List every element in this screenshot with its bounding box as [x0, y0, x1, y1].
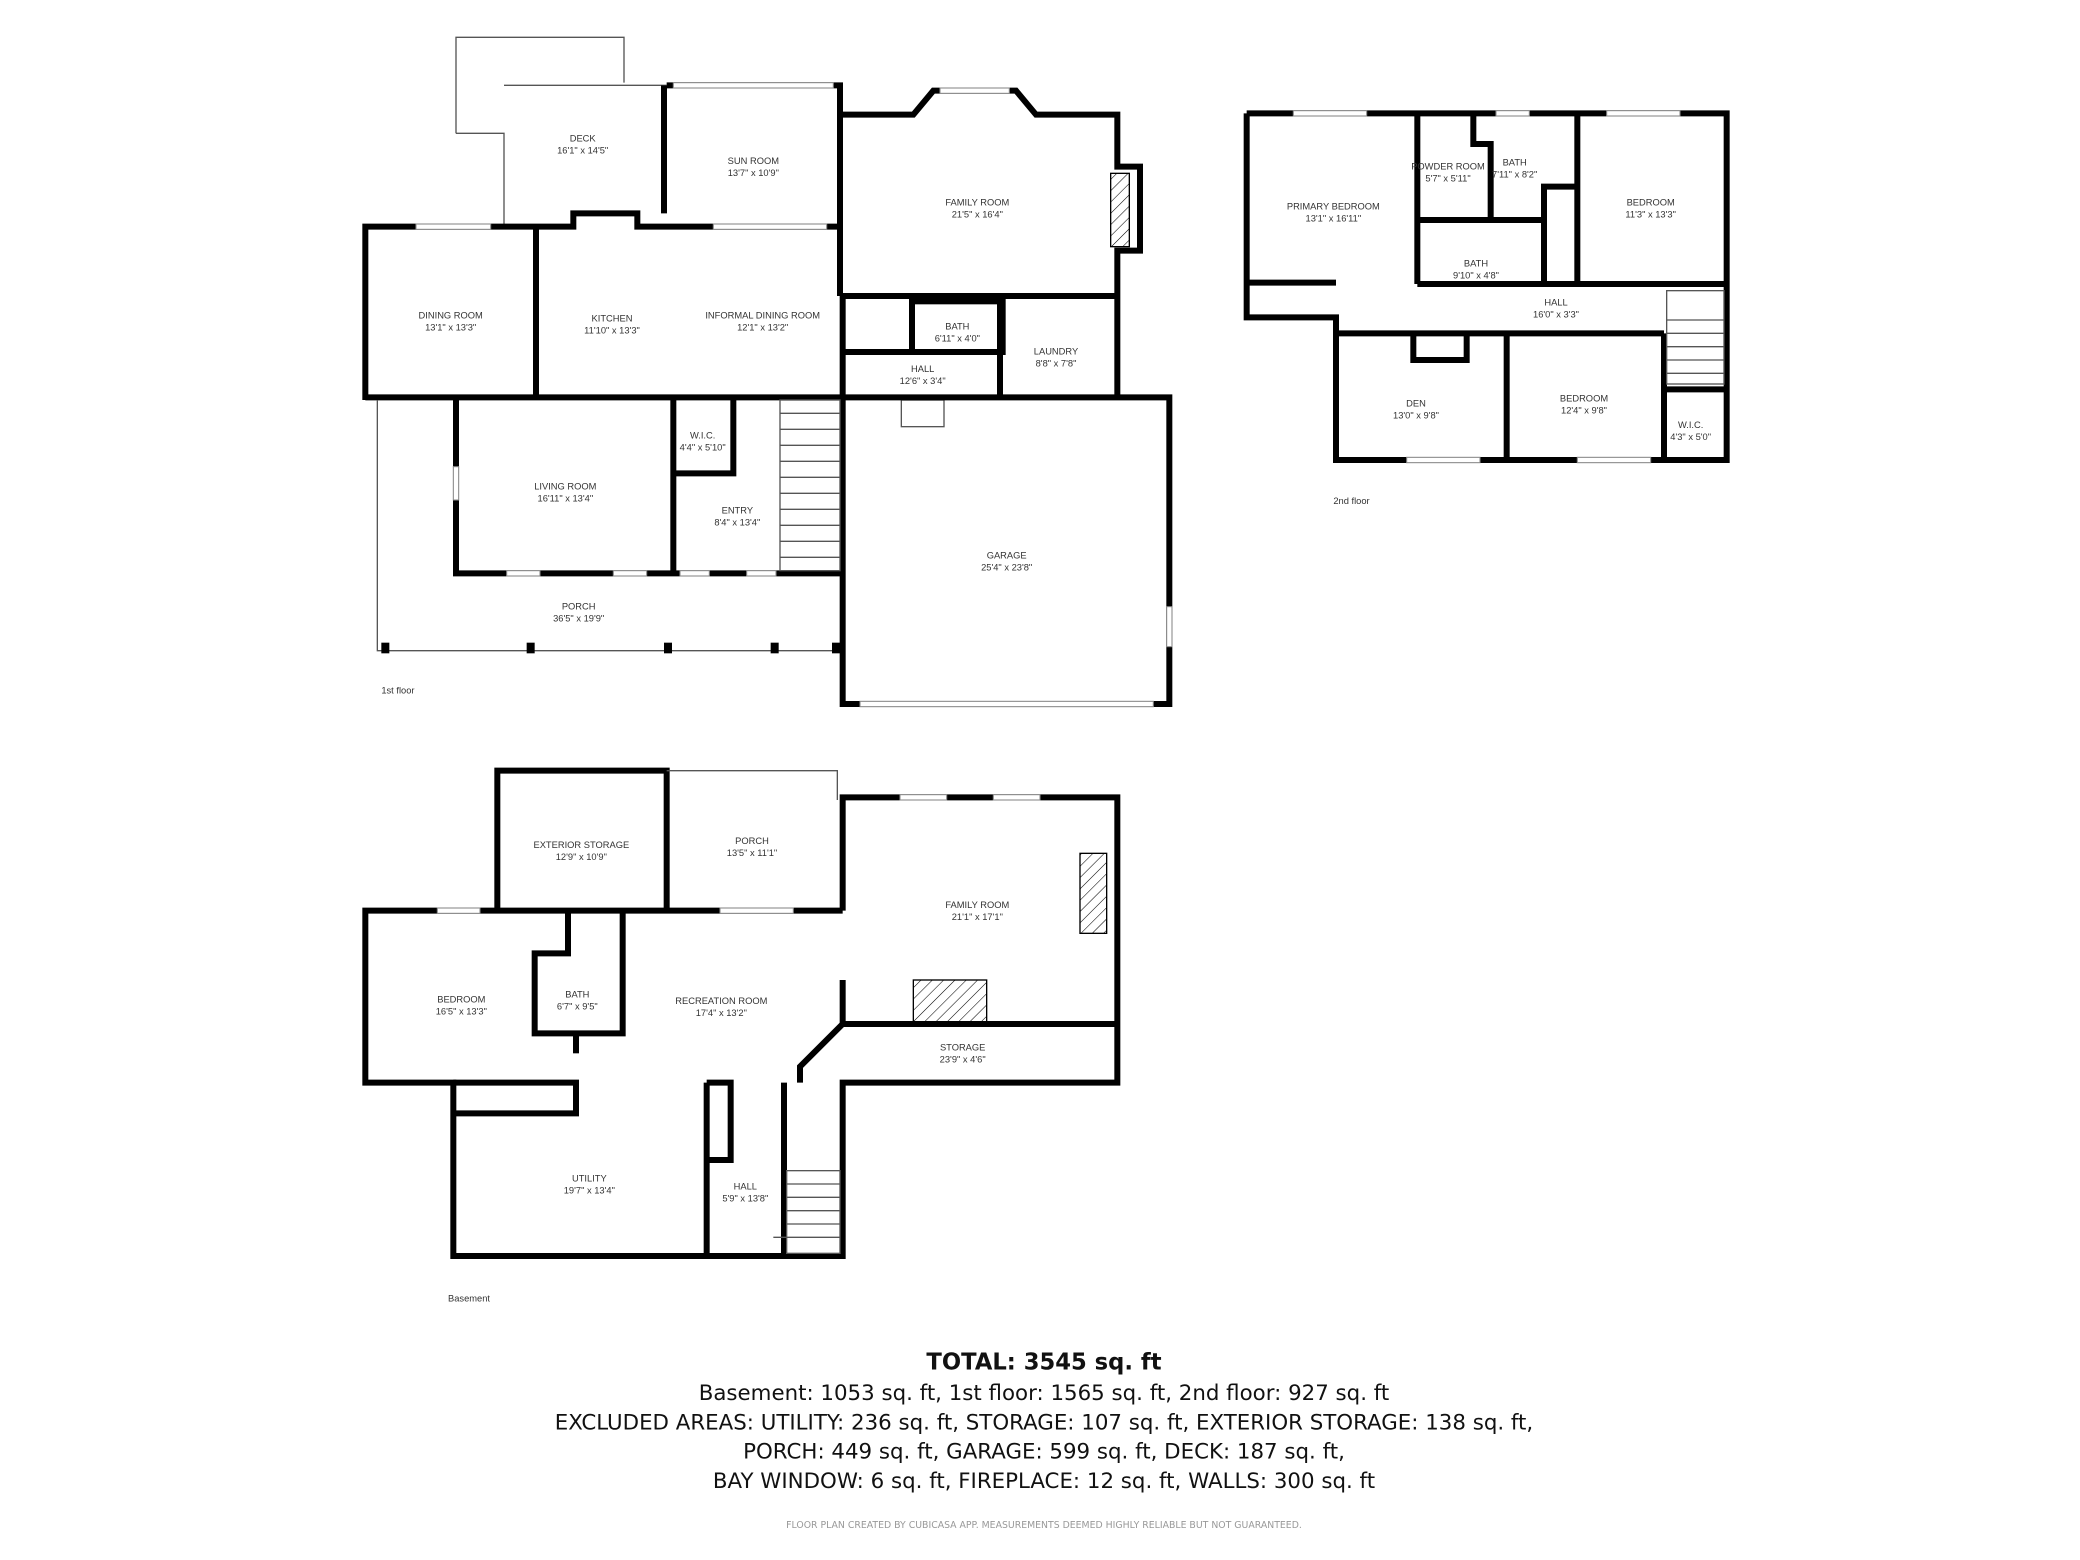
stairs-1st-floor: [779, 399, 841, 572]
floor-label-1st: 1st floor: [381, 685, 414, 695]
excluded-areas-2: PORCH: 449 sq. ft, GARAGE: 599 sq. ft, D…: [743, 1440, 1345, 1465]
floor-areas: Basement: 1053 sq. ft, 1st floor: 1565 s…: [699, 1381, 1390, 1406]
total-area: TOTAL: 3545 sq. ft: [926, 1349, 1161, 1375]
area-summary: TOTAL: 3545 sq. ft Basement: 1053 sq. ft…: [555, 1349, 1533, 1531]
stairs-basement: [773, 1170, 841, 1254]
stairs-2nd-floor: [1666, 290, 1725, 385]
floor-label-basement: Basement: [448, 1293, 490, 1303]
disclaimer: FLOOR PLAN CREATED BY CUBICASA APP. MEAS…: [786, 1520, 1302, 1531]
excluded-areas-1: EXCLUDED AREAS: UTILITY: 236 sq. ft, STO…: [555, 1410, 1533, 1435]
floor-label-2nd: 2nd floor: [1333, 496, 1369, 506]
svg-text:W.I.C.4'3" x 5'0": W.I.C.4'3" x 5'0": [1670, 420, 1711, 442]
room-name: DECK: [570, 133, 597, 143]
svg-text:W.I.C.4'4" x 5'10": W.I.C.4'4" x 5'10": [680, 431, 726, 453]
excluded-areas-3: BAY WINDOW: 6 sq. ft, FIREPLACE: 12 sq. …: [713, 1469, 1375, 1494]
